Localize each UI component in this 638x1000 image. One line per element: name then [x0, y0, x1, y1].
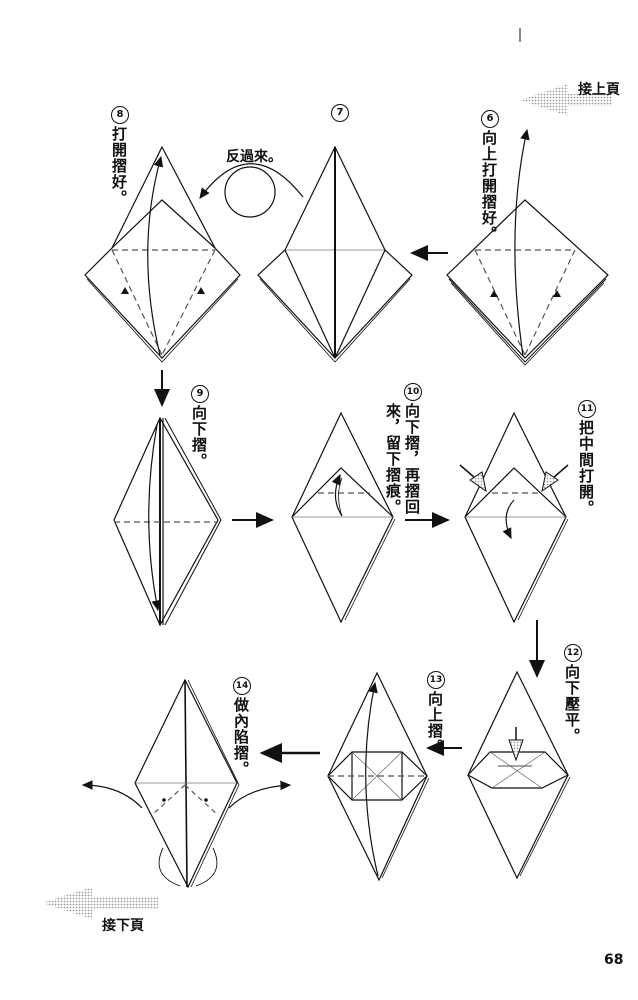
- step-8-number: 8: [111, 106, 129, 124]
- step-13-number: 13: [427, 671, 445, 689]
- step-7-diagram: [257, 145, 413, 363]
- press-arrow-icon: [508, 727, 524, 762]
- step-10-caption-col2: 來，留下摺痕。: [384, 403, 402, 515]
- step-13-diagram: [327, 671, 430, 882]
- step-6-diagram: [446, 128, 609, 366]
- prev-page-label[interactable]: 接上頁: [578, 82, 620, 98]
- step-11-caption: 把中間打開。: [577, 420, 595, 516]
- step-12-number: 12: [564, 644, 582, 662]
- step-10-diagram: [291, 411, 396, 624]
- step-14-number: 14: [233, 677, 251, 695]
- step-10-caption-col1: 向下摺，再摺回: [403, 403, 421, 515]
- next-page-arrow-icon: [42, 887, 158, 919]
- flip-over-icon: [199, 163, 304, 218]
- prev-page-arrow-icon: [520, 84, 612, 116]
- flip-over-label: 反過來。: [226, 149, 282, 165]
- page-number: 68: [604, 952, 624, 968]
- step-8-diagram: [84, 145, 241, 363]
- step-12-diagram: [467, 670, 571, 880]
- step-14-caption: 做內陷摺。: [232, 697, 250, 777]
- step-11-diagram: [459, 411, 569, 624]
- step-6-caption: 向上打開摺好。: [480, 130, 498, 242]
- push-arrow-right-icon: [541, 464, 569, 493]
- step-9-caption: 向下摺。: [190, 405, 208, 469]
- step-6-number: 6: [481, 110, 499, 128]
- step-11-number: 11: [578, 400, 596, 418]
- step-13-caption: 向上摺。: [426, 691, 444, 755]
- push-arrow-left-icon: [459, 464, 487, 493]
- step-9-number: 9: [191, 385, 209, 403]
- step-9-diagram: [113, 416, 222, 627]
- step-7-number: 7: [331, 104, 349, 122]
- step-12-caption: 向下壓平。: [563, 664, 581, 744]
- step-10-number: 10: [404, 383, 422, 401]
- next-page-label[interactable]: 接下頁: [102, 918, 144, 934]
- step-14-diagram: [81, 678, 292, 889]
- step-8-caption: 打開摺好。: [110, 126, 128, 206]
